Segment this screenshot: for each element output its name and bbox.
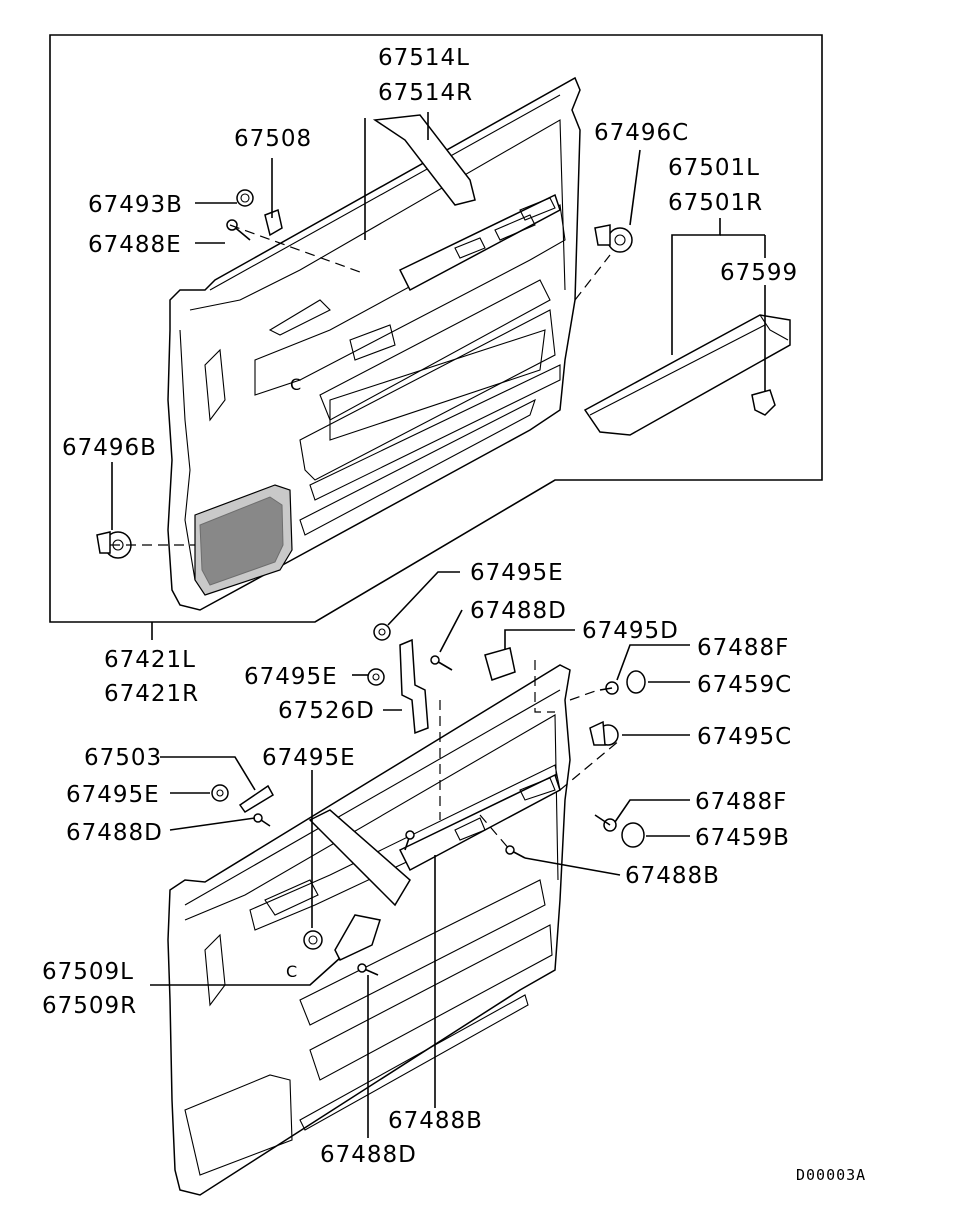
label-67501L: 67501L [668, 155, 760, 181]
label-67488E: 67488E [88, 232, 182, 258]
grip-strap [308, 809, 411, 907]
label-67459B: 67459B [695, 825, 790, 851]
label-67496B: 67496B [62, 435, 157, 461]
label-67488B-right: 67488B [625, 863, 720, 889]
label-67493B: 67493B [88, 192, 183, 218]
screw-67488E [226, 219, 251, 241]
label-67495E-lower: 67495E [262, 745, 356, 771]
label-67501R: 67501R [668, 190, 763, 216]
label-67509R: 67509R [42, 993, 137, 1019]
label-67599: 67599 [720, 260, 798, 286]
label-67488B-bottom: 67488B [388, 1108, 483, 1134]
label-67514R: 67514R [378, 80, 473, 106]
label-67496C: 67496C [594, 120, 689, 146]
label-67526D: 67526D [278, 698, 375, 724]
lower-leader-lines [150, 571, 690, 1138]
label-67514L: 67514L [378, 45, 470, 71]
label-67421L: 67421L [104, 647, 196, 673]
clip-67508 [264, 208, 283, 237]
label-67508: 67508 [234, 126, 312, 152]
fastener-67493B [236, 189, 254, 207]
label-67495C: 67495C [697, 724, 792, 750]
upper-leader-lines [110, 112, 766, 546]
label-67488F-top: 67488F [697, 635, 789, 661]
label-67495E-mid: 67495E [244, 664, 338, 690]
bracket-67526D [399, 638, 429, 735]
clip-67599 [751, 389, 776, 416]
label-67488D-left: 67488D [66, 820, 163, 846]
label-67488D-top: 67488D [470, 598, 567, 624]
label-67488D-bottom: 67488D [320, 1142, 417, 1168]
lower-fasteners [211, 623, 646, 976]
label-67495E-left: 67495E [66, 782, 160, 808]
part-labels: 67514L 67514R 67508 67493B 67488E 67496C… [42, 45, 866, 1184]
label-67459C: 67459C [697, 672, 792, 698]
clip-67496B [96, 531, 132, 559]
svg-text:C: C [286, 962, 297, 981]
switch-base-67495D [484, 647, 516, 681]
label-67488F-low: 67488F [695, 789, 787, 815]
clip-67496C [594, 224, 633, 253]
armrest-67501 [583, 314, 791, 436]
grip-handle-67514 [372, 114, 476, 206]
diagram-code: D00003A [796, 1166, 866, 1184]
label-67495D: 67495D [582, 618, 679, 644]
svg-text:C: C [290, 375, 302, 394]
label-67495E-top: 67495E [470, 560, 564, 586]
label-67509L: 67509L [42, 959, 134, 985]
label-67421R: 67421R [104, 681, 199, 707]
assembly-frame [49, 34, 823, 623]
upper-door-trim-panel: C [167, 76, 581, 611]
label-67503: 67503 [84, 745, 162, 771]
